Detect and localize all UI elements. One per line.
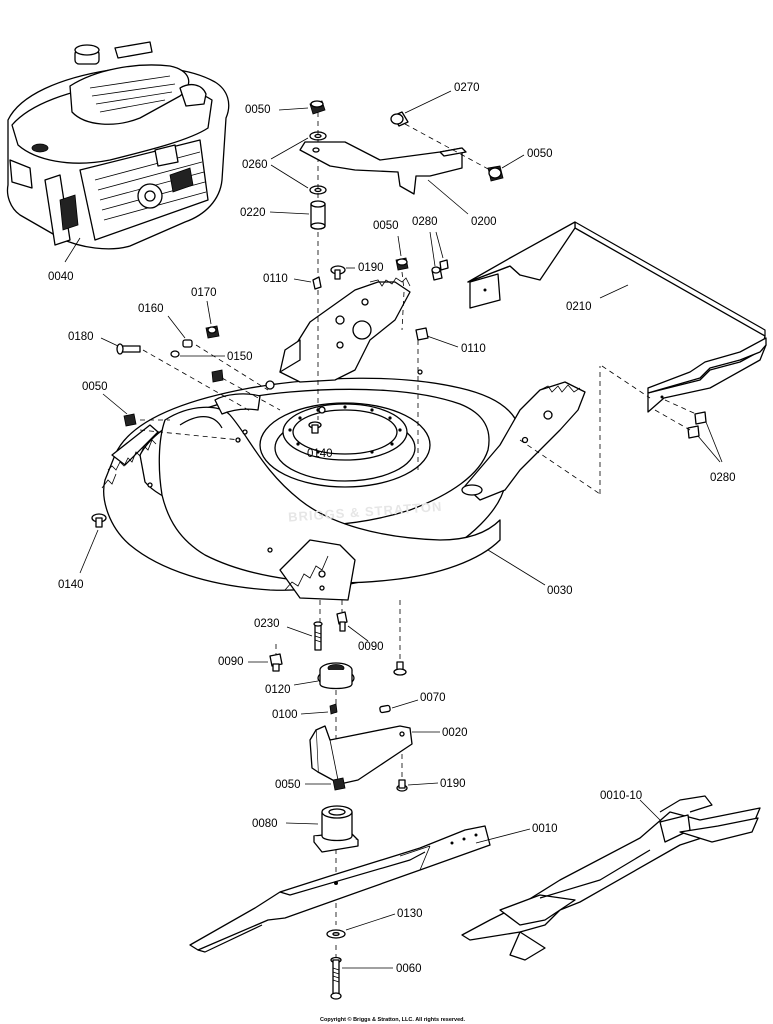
callout-0090-right: 0090 (358, 641, 384, 653)
nut-0050-left[interactable] (123, 413, 137, 427)
washer-0130[interactable] (326, 929, 346, 939)
bolt-0090-upper[interactable] (336, 611, 348, 632)
pulley-0120[interactable] (317, 662, 355, 690)
callout-0170: 0170 (191, 287, 217, 299)
callout-0140-left: 0140 (58, 579, 84, 591)
bolt-0090-right-lower[interactable] (393, 661, 407, 676)
frame-0210[interactable] (467, 221, 767, 413)
blade-0010-10[interactable] (461, 795, 761, 961)
nut-0150-small[interactable] (211, 369, 224, 383)
callout-0050-left: 0050 (82, 381, 108, 393)
engine-part[interactable] (6, 41, 230, 250)
callout-0080: 0080 (252, 818, 278, 830)
callout-0190-top: 0190 (358, 262, 384, 274)
bolt-0230[interactable] (313, 621, 323, 651)
callout-0100: 0100 (272, 709, 298, 721)
callout-0030: 0030 (547, 585, 573, 597)
nut-0050-top[interactable] (309, 100, 326, 115)
blade-0010[interactable] (189, 825, 491, 953)
nut-0050-lower[interactable] (332, 777, 346, 791)
callout-0060: 0060 (396, 963, 422, 975)
plug-0110-left[interactable] (312, 276, 322, 290)
bracket-0200[interactable] (299, 141, 467, 195)
callout-0050-top: 0050 (245, 104, 271, 116)
callout-0280-top: 0280 (412, 216, 438, 228)
callout-0140-center: 0140 (307, 448, 333, 460)
bolt-0140-center[interactable] (308, 421, 322, 434)
adapter-0080[interactable] (313, 805, 359, 853)
callout-0230: 0230 (254, 618, 280, 630)
pin-0070[interactable] (379, 704, 391, 714)
callout-0010-10: 0010-10 (600, 790, 642, 802)
callout-0180: 0180 (68, 331, 94, 343)
callout-0110-left: 0110 (263, 273, 288, 285)
plug-0110-right[interactable] (415, 327, 429, 341)
callout-0090-left: 0090 (218, 656, 244, 668)
callout-0220: 0220 (240, 207, 266, 219)
screw-0280-top[interactable] (431, 259, 449, 281)
nut-0170[interactable] (205, 325, 220, 339)
bolt-0140-left[interactable] (91, 513, 107, 528)
screw-0190-top[interactable] (330, 265, 346, 280)
spacer-0220[interactable] (310, 200, 326, 230)
callout-0210: 0210 (566, 301, 592, 313)
callout-0040: 0040 (48, 271, 74, 283)
spacer-0160[interactable] (182, 339, 193, 348)
bolt-0090-left[interactable] (269, 653, 283, 672)
deck-0030[interactable]: BRIGGS & STRATTON (101, 277, 586, 601)
copyright-text: Copyright © Briggs & Stratton, LLC. All … (320, 1016, 466, 1023)
callout-0200: 0200 (471, 216, 497, 228)
bolt-0270[interactable] (390, 111, 409, 127)
callout-0120: 0120 (265, 684, 291, 696)
callout-0050-middle: 0050 (373, 220, 399, 232)
callout-0050-lower: 0050 (275, 779, 301, 791)
callout-0150: 0150 (227, 351, 253, 363)
callout-0260: 0260 (242, 159, 268, 171)
callout-0070: 0070 (420, 692, 446, 704)
bolt-0060[interactable] (330, 956, 342, 1000)
bolt-0180[interactable] (116, 343, 141, 355)
callout-0270: 0270 (454, 82, 480, 94)
callout-0020: 0020 (442, 727, 468, 739)
baffle-0020[interactable] (309, 725, 413, 785)
callout-0130: 0130 (397, 908, 423, 920)
callout-0010: 0010 (532, 823, 558, 835)
screw-0190-lower[interactable] (396, 779, 408, 792)
callout-0110-right: 0110 (461, 343, 486, 355)
washer-0150[interactable] (170, 350, 180, 358)
nut-0050-bracket[interactable] (487, 165, 504, 182)
callout-0160: 0160 (138, 303, 164, 315)
callout-0190-lower: 0190 (440, 778, 466, 790)
callout-0280-right: 0280 (710, 472, 736, 484)
screw-0280-right[interactable] (687, 411, 707, 439)
key-0100[interactable] (329, 703, 338, 715)
callout-0050-bracket: 0050 (527, 148, 553, 160)
nut-0050-middle[interactable] (395, 257, 409, 271)
